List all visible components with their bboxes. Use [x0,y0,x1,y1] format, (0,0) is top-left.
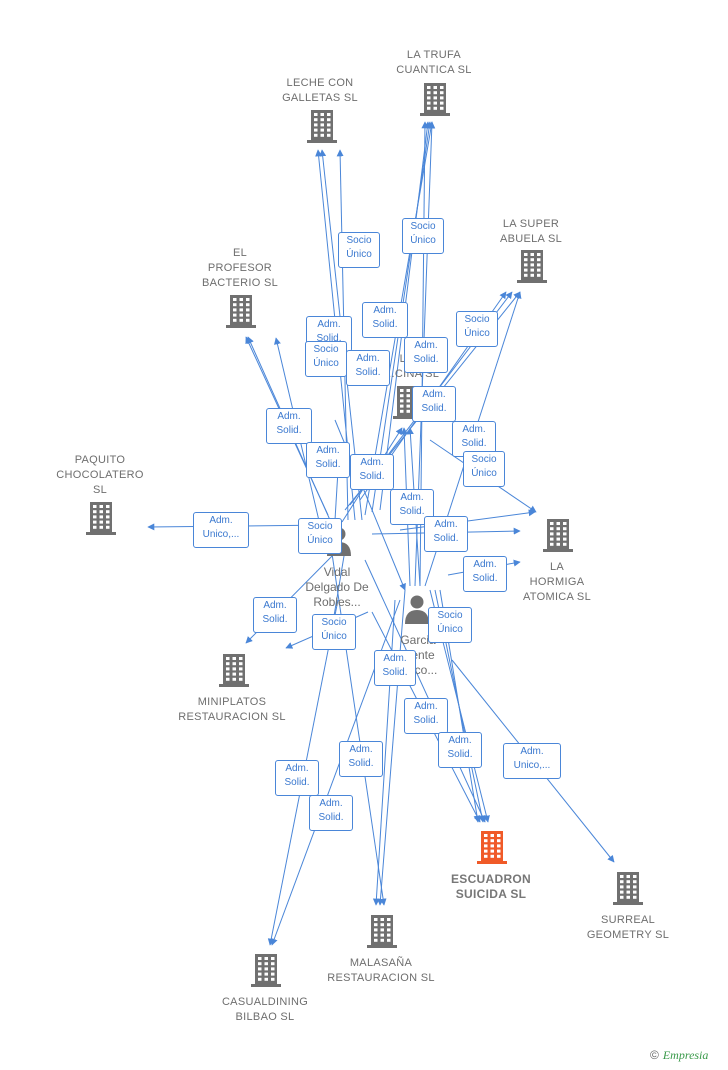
relation-label[interactable]: Socio Único [305,341,347,377]
brand-name: Empresia [662,1048,709,1062]
company-label-casual[interactable]: CASUALDINING BILBAO SL [221,996,309,1023]
relation-label[interactable]: Socio Único [402,218,444,254]
company-label-profesor[interactable]: EL PROFESOR BACTERIO SL [201,247,279,289]
person-label-vidal[interactable]: Vidal Delgado De Robles... [305,565,369,609]
building-icon[interactable] [517,250,547,283]
company-label-hormiga[interactable]: LA HORMIGA ATOMICA SL [522,561,591,603]
company-label-paquito[interactable]: PAQUITO CHOCOLATERO SL [56,454,144,496]
edge-layer [147,121,615,946]
relation-label[interactable]: Adm. Solid. [309,795,353,831]
relation-edge [334,469,342,521]
relation-label[interactable]: Socio Único [338,232,380,268]
relation-label[interactable]: Adm. Unico,... [503,743,561,779]
building-icon[interactable] [226,295,256,328]
building-icon[interactable] [251,954,281,987]
company-label-malasana[interactable]: MALASAÑA RESTAURACION SL [327,957,435,984]
relation-edge [377,589,406,906]
relation-label[interactable]: Adm. Solid. [266,408,312,444]
company-label-escuadron[interactable]: ESCUADRON SUICIDA SL [450,872,532,901]
relation-label[interactable]: Adm. Solid. [306,442,350,478]
relation-label[interactable]: Socio Único [312,614,356,650]
relation-label[interactable]: Adm. Solid. [374,650,416,686]
relation-label[interactable]: Socio Único [298,518,342,554]
building-icon[interactable] [307,110,337,143]
relation-label[interactable]: Adm. Solid. [463,556,507,592]
relation-label[interactable]: Adm. Solid. [424,516,468,552]
brand-watermark: ©Empresia [650,1048,708,1063]
relation-label[interactable]: Adm. Solid. [362,302,408,338]
company-label-trufa[interactable]: LA TRUFA CUANTICA SL [396,49,472,76]
relation-label[interactable]: Adm. Solid. [404,698,448,734]
relation-label[interactable]: Adm. Solid. [253,597,297,633]
relation-label[interactable]: Socio Único [456,311,498,347]
relation-label[interactable]: Adm. Solid. [346,350,390,386]
company-label-abuela[interactable]: LA SUPER ABUELA SL [499,218,562,245]
relation-label[interactable]: Adm. Solid. [339,741,383,777]
relation-label[interactable]: Adm. Solid. [350,454,394,490]
company-label-miniplatos[interactable]: MINIPLATOS RESTAURACION SL [178,696,286,723]
copyright-icon: © [650,1048,659,1062]
relation-edge [364,559,486,823]
building-icon[interactable] [86,502,116,535]
building-icon[interactable] [543,519,573,552]
building-icon[interactable] [477,831,507,864]
person-icon[interactable] [405,595,429,625]
company-label-surreal[interactable]: SURREAL GEOMETRY SL [586,914,670,941]
relation-label[interactable]: Socio Único [463,451,505,487]
building-icon[interactable] [613,872,643,905]
building-icon[interactable] [219,654,249,687]
relation-label[interactable]: Adm. Solid. [438,732,482,768]
relation-label[interactable]: Socio Único [428,607,472,643]
relation-label[interactable]: Adm. Unico,... [193,512,249,548]
building-icon[interactable] [420,83,450,116]
relation-label[interactable]: Adm. Solid. [404,337,448,373]
building-icon[interactable] [367,915,397,948]
relation-edge [329,539,387,906]
company-label-leche[interactable]: LECHE CON GALLETAS SL [282,77,358,104]
relation-label[interactable]: Adm. Solid. [275,760,319,796]
relation-label[interactable]: Adm. Solid. [412,386,456,422]
